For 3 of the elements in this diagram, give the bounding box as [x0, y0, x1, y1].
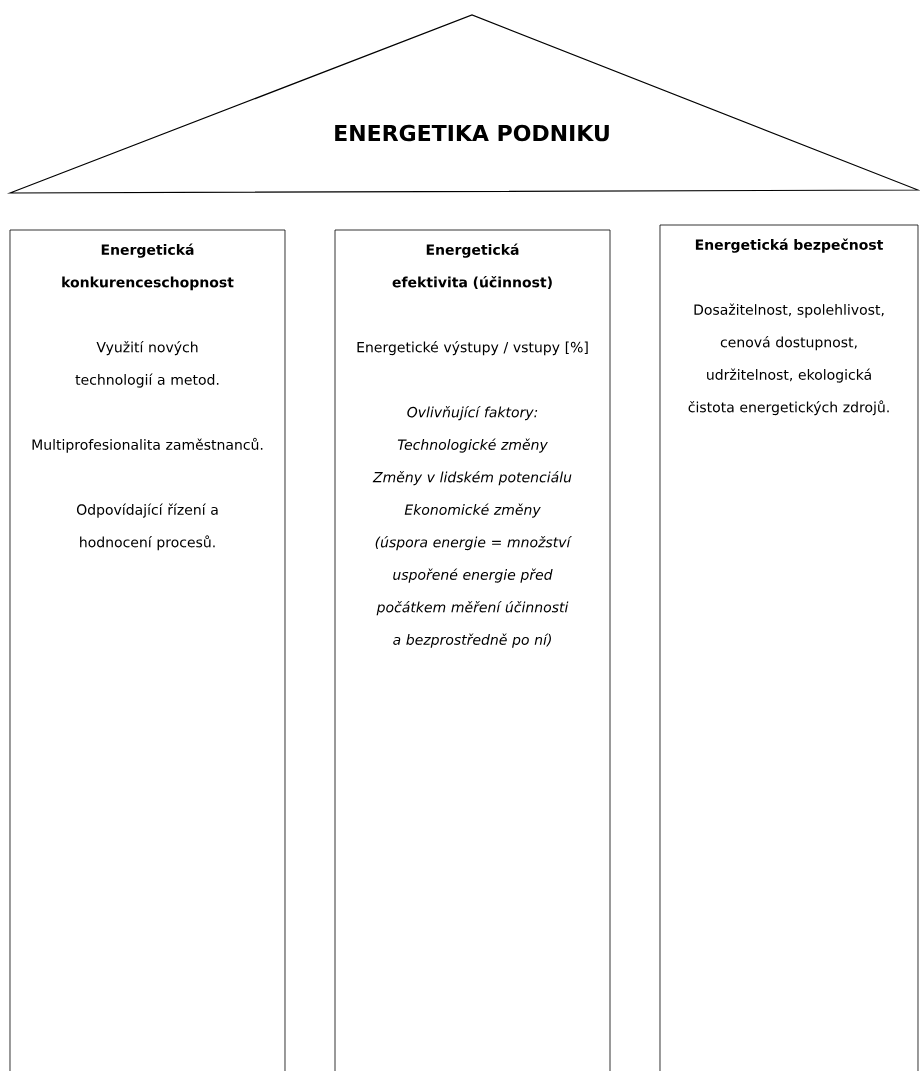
pillar-box: Energetická efektivita (účinnost) Energetické výstupy / vstupy [%] Ovlivňující faktory: Technologické změny Změny v lidském potenciálu Ekonomické změny (úspora energie = množství uspořené energie před počátkem měření účinnosti a bezprostředně po ní) [334, 229, 611, 1071]
pillar-box: Energetická bezpečnost Dosažitelnost, spolehlivost, cenová dostupnost, udržitelnost, ekologická čistota energetických zdrojů. [659, 224, 919, 1071]
pillar-box: Energetická konkurenceschopnost Využití nových technologií a metod. Multiprofesionalita zaměstnanců. Odpovídající řízení a hodnocení procesů. [9, 229, 286, 1071]
